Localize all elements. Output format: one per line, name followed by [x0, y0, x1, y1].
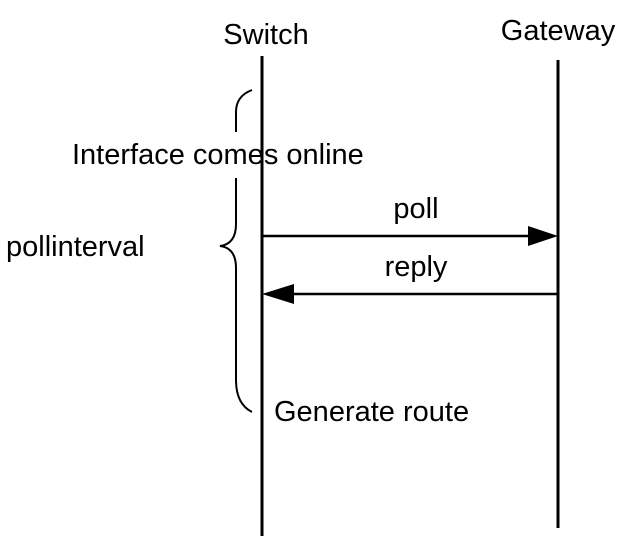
interface-online-label: Interface comes online: [72, 139, 364, 171]
pollinterval-label: pollinterval: [6, 231, 145, 263]
gateway-label: Gateway: [501, 15, 616, 47]
reply-message-label: reply: [385, 251, 448, 283]
switch-label: Switch: [223, 19, 308, 51]
generate-route-label: Generate route: [274, 396, 469, 428]
poll-message-label: poll: [393, 193, 438, 225]
poll-arrowhead: [528, 226, 558, 246]
reply-arrowhead: [262, 284, 294, 304]
interval-brace: [219, 89, 253, 413]
